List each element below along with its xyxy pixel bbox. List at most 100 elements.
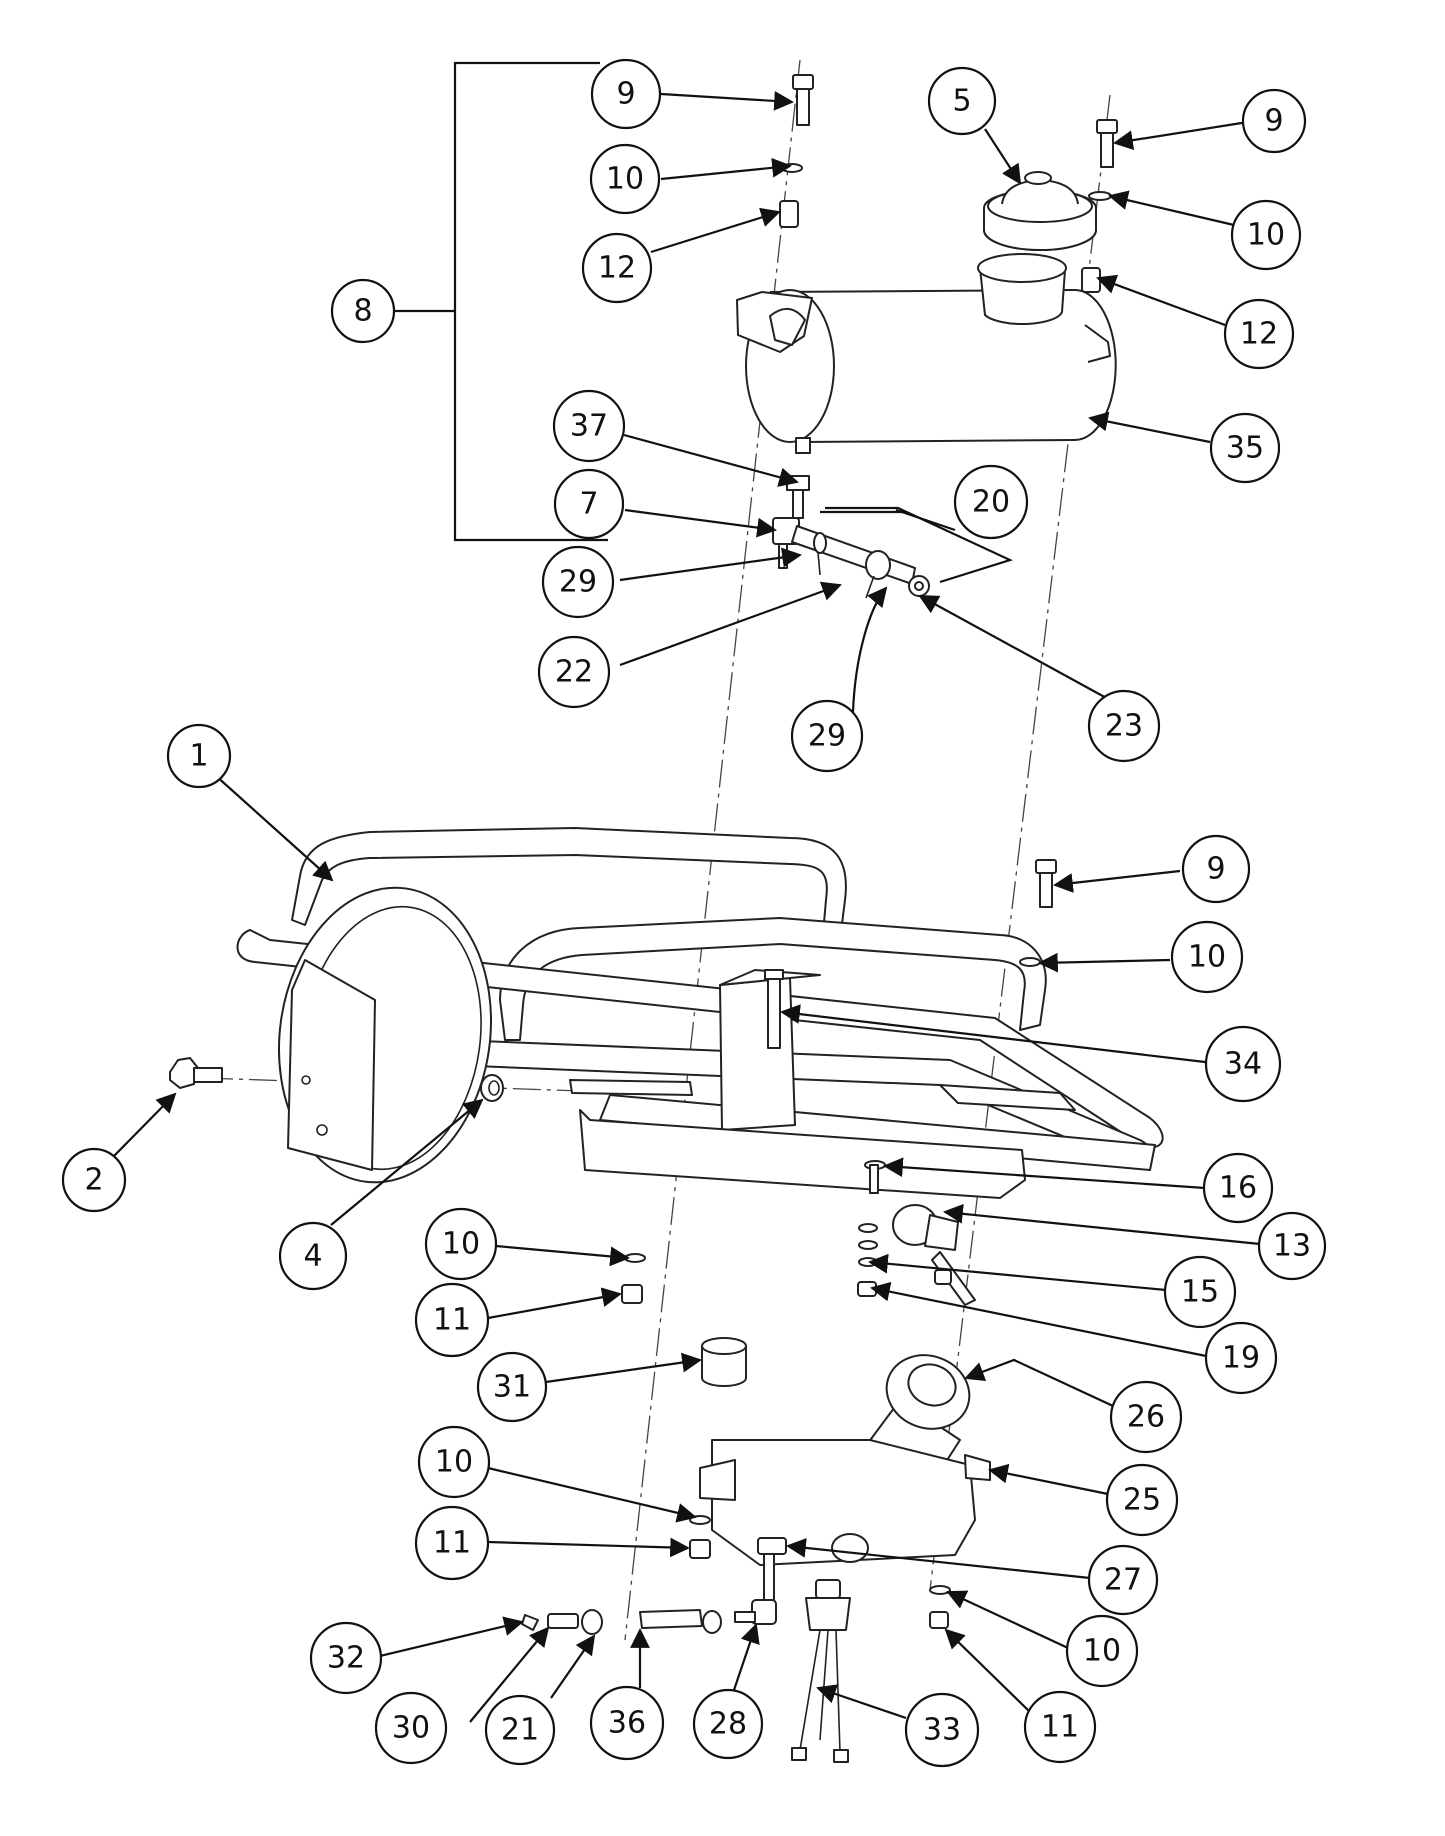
callout-32: 32 — [309, 1621, 383, 1695]
svg-text:31: 31 — [493, 1370, 531, 1405]
callout-26: 26 — [1109, 1380, 1183, 1454]
callout-20: 20 — [953, 464, 1029, 540]
spacer-12-right — [1081, 267, 1101, 293]
callout-35: 35 — [1209, 412, 1281, 484]
svg-text:22: 22 — [555, 655, 593, 690]
svg-text:33: 33 — [923, 1713, 961, 1748]
svg-text:10: 10 — [1247, 218, 1285, 253]
callout-2: 2 — [61, 1147, 127, 1213]
svg-text:13: 13 — [1273, 1229, 1311, 1264]
callout-10-mid: 10 — [1170, 920, 1244, 994]
callout-10-top-left: 10 — [589, 143, 661, 215]
callout-13: 13 — [1257, 1211, 1327, 1281]
callout-9-top-right: 9 — [1241, 88, 1307, 154]
svg-text:10: 10 — [1083, 1634, 1121, 1669]
callout-10-lower-left: 10 — [417, 1425, 491, 1499]
callout-19: 19 — [1204, 1321, 1278, 1395]
svg-text:5: 5 — [952, 84, 971, 119]
group-bracket-8 — [393, 61, 608, 542]
washer-10-mid — [1019, 957, 1041, 967]
callout-8: 8 — [330, 278, 396, 344]
callout-11-lower-right: 11 — [1023, 1690, 1097, 1764]
callout-11-lower-left: 11 — [414, 1505, 490, 1581]
svg-text:2: 2 — [84, 1163, 103, 1198]
callout-12-top-left: 12 — [581, 232, 653, 304]
svg-text:28: 28 — [709, 1707, 747, 1742]
callout-15: 15 — [1163, 1255, 1237, 1329]
svg-text:11: 11 — [1041, 1710, 1079, 1745]
svg-text:11: 11 — [433, 1303, 471, 1338]
svg-text:25: 25 — [1123, 1483, 1161, 1518]
svg-text:29: 29 — [808, 719, 846, 754]
callout-5: 5 — [927, 66, 997, 136]
frame-1 — [236, 827, 1164, 1199]
callout-12-top-right: 12 — [1223, 298, 1295, 370]
svg-text:10: 10 — [1188, 940, 1226, 975]
callout-9-mid: 9 — [1181, 834, 1251, 904]
callout-31: 31 — [476, 1351, 548, 1423]
svg-text:21: 21 — [501, 1713, 539, 1748]
callouts: 9 10 12 8 5 9 10 12 35 37 7 20 29 22 29 … — [61, 58, 1327, 1768]
callout-21: 21 — [484, 1694, 556, 1766]
callout-28: 28 — [692, 1688, 764, 1760]
callout-23: 23 — [1087, 689, 1161, 763]
callout-4: 4 — [278, 1221, 348, 1291]
callout-29-upper: 29 — [541, 545, 615, 619]
fuel-tank-35 — [736, 253, 1117, 454]
svg-text:32: 32 — [327, 1641, 365, 1676]
svg-text:12: 12 — [1240, 317, 1278, 352]
callout-11-left: 11 — [414, 1282, 490, 1358]
callout-27: 27 — [1087, 1544, 1159, 1616]
svg-text:23: 23 — [1105, 709, 1143, 744]
svg-text:16: 16 — [1219, 1171, 1257, 1206]
fuel-line-assembly — [791, 525, 930, 599]
bolt-9-left — [792, 74, 814, 126]
svg-text:26: 26 — [1127, 1400, 1165, 1435]
washer-10-right — [1088, 191, 1112, 201]
svg-text:9: 9 — [1264, 104, 1283, 139]
callout-10-top-right: 10 — [1230, 199, 1302, 271]
svg-text:30: 30 — [392, 1711, 430, 1746]
svg-text:10: 10 — [606, 162, 644, 197]
svg-text:19: 19 — [1222, 1341, 1260, 1376]
callout-9-top-left: 9 — [590, 58, 662, 130]
svg-text:27: 27 — [1104, 1563, 1142, 1598]
spacer-12-left — [779, 200, 799, 228]
upper-assembly-parts — [736, 74, 1118, 599]
svg-text:15: 15 — [1181, 1275, 1219, 1310]
svg-text:9: 9 — [616, 77, 635, 112]
callout-30: 30 — [374, 1691, 448, 1765]
svg-text:37: 37 — [570, 409, 608, 444]
svg-text:7: 7 — [579, 487, 598, 522]
washer-10-left — [781, 163, 803, 173]
callout-29-lower: 29 — [790, 699, 864, 773]
fill-cap-5 — [983, 171, 1097, 251]
svg-text:10: 10 — [442, 1227, 480, 1262]
svg-text:8: 8 — [353, 294, 372, 329]
callout-22: 22 — [537, 635, 611, 709]
callout-1: 1 — [166, 723, 232, 789]
svg-text:29: 29 — [559, 565, 597, 600]
svg-text:12: 12 — [598, 251, 636, 286]
svg-text:9: 9 — [1206, 852, 1225, 887]
callout-37: 37 — [552, 389, 626, 463]
svg-text:36: 36 — [608, 1706, 646, 1741]
callout-10-left: 10 — [424, 1207, 498, 1281]
callout-16: 16 — [1202, 1152, 1274, 1224]
svg-text:4: 4 — [303, 1239, 322, 1274]
callout-7: 7 — [553, 468, 625, 540]
bolt-9-right — [1096, 119, 1118, 168]
svg-text:10: 10 — [435, 1445, 473, 1480]
svg-text:34: 34 — [1224, 1047, 1262, 1082]
valve-stack — [772, 475, 810, 569]
leader-lines — [111, 91, 1261, 1723]
callout-25: 25 — [1105, 1463, 1179, 1537]
svg-text:11: 11 — [433, 1526, 471, 1561]
callout-34: 34 — [1204, 1025, 1282, 1103]
lower-assembly-parts — [521, 1337, 991, 1763]
callout-10-lower-right: 10 — [1065, 1614, 1139, 1688]
callout-33: 33 — [904, 1692, 980, 1768]
svg-text:35: 35 — [1226, 431, 1264, 466]
callout-36: 36 — [589, 1685, 665, 1761]
